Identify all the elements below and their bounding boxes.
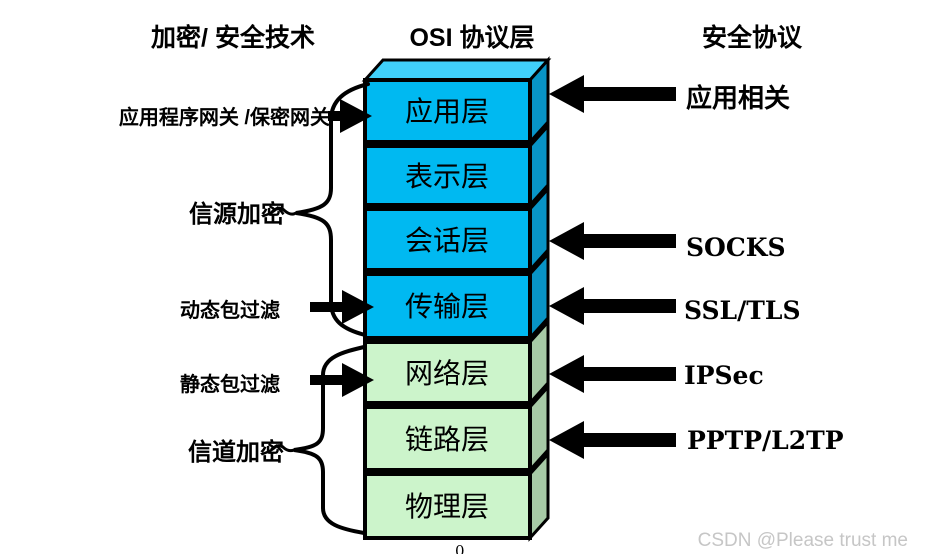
static-filter-arrow — [310, 363, 374, 397]
layer-front-face — [363, 144, 532, 207]
socks-label: SOCKS — [686, 233, 786, 262]
csdn-watermark: CSDN @Please trust me — [698, 530, 908, 551]
pptp-l2tp-label: PPTP/L2TP — [687, 426, 844, 455]
layer-label: 链路层 — [405, 424, 489, 455]
ssl-tls-label: SSL/TLS — [684, 296, 801, 325]
osi-layer-stack: 应用层 表示层 会话层 传输层 网络层 — [361, 56, 552, 542]
layer-label: 物理层 — [405, 491, 489, 522]
gateway-arrow — [328, 99, 372, 133]
channel-encryption-label: 信道加密 — [188, 438, 284, 466]
column-header-security-protocols: 安全协议 — [702, 23, 803, 52]
osi-layer: 表示层 — [363, 122, 550, 209]
dynamic-filter-label: 动态包过滤 — [180, 298, 280, 322]
source-encryption-connector — [270, 206, 298, 216]
socks-arrow — [549, 222, 676, 260]
osi-layer: 传输层 — [363, 250, 550, 342]
app-related-arrow — [549, 75, 676, 113]
dynamic-filter-arrow — [310, 290, 374, 324]
layer-front-face — [363, 207, 532, 272]
layer-front-face — [363, 472, 532, 540]
layer-front-face — [363, 272, 532, 340]
layer-label: 表示层 — [405, 161, 489, 192]
osi-layer: 网络层 — [363, 318, 550, 407]
ipsec-label: IPSec — [684, 361, 764, 390]
pptp-l2tp-arrow — [549, 421, 676, 459]
footnote-zero: 0 — [455, 542, 465, 554]
ipsec-arrow — [549, 355, 676, 393]
gateway-label: 应用程序网关 /保密网关 — [119, 105, 330, 129]
static-filter-label: 静态包过滤 — [180, 372, 280, 396]
app-related-label: 应用相关 — [686, 83, 790, 113]
osi-layer: 会话层 — [363, 185, 550, 274]
layer-label: 会话层 — [405, 225, 489, 256]
ssl-tls-arrow — [549, 287, 676, 325]
security-techniques-column: 应用程序网关 /保密网关 信源加密 动态包过滤 静态包过滤 信道加密 — [119, 82, 374, 535]
layer-front-face — [363, 340, 532, 405]
stack-top-face — [361, 58, 552, 82]
channel-encryption-connector — [270, 444, 296, 453]
column-header-encryption-tech: 加密/ 安全技术 — [150, 23, 315, 52]
layer-label: 传输层 — [405, 291, 489, 322]
osi-layer: 应用层 — [363, 56, 550, 146]
layer-label: 网络层 — [405, 358, 489, 389]
security-protocols-column: 应用相关 SOCKS SSL/TLS IPSec PPTP/L2TP — [549, 75, 844, 459]
osi-layer: 物理层 — [363, 450, 550, 542]
osi-layer: 链路层 — [363, 383, 550, 474]
layer-front-face — [363, 405, 532, 472]
column-header-osi-layers: OSI 协议层 — [409, 24, 534, 52]
source-encryption-label: 信源加密 — [189, 200, 285, 228]
layer-label: 应用层 — [405, 96, 489, 127]
layer-front-face — [363, 78, 532, 144]
